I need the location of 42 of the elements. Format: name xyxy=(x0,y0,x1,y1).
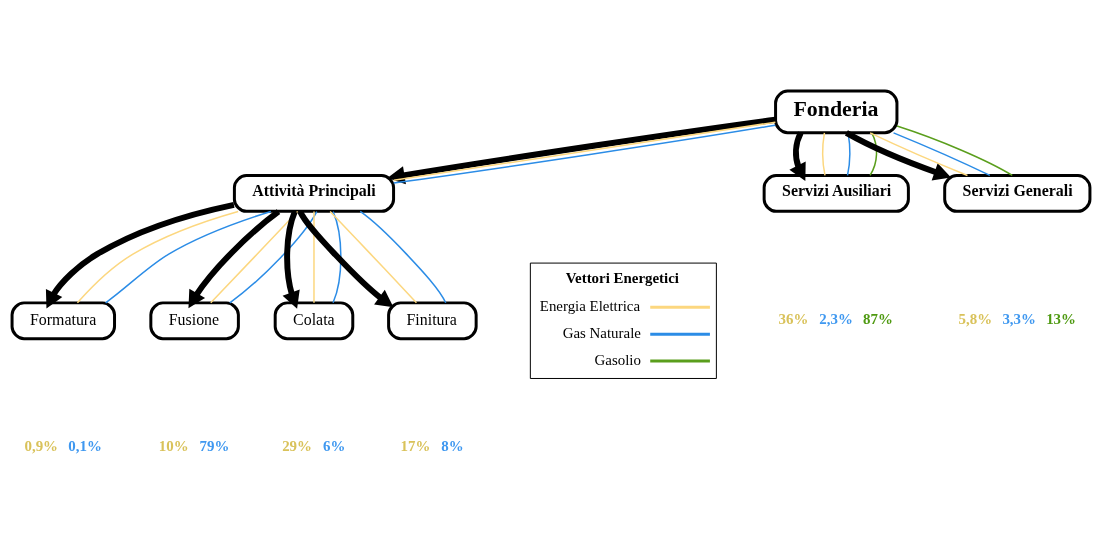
node-label: 36% xyxy=(778,310,809,327)
node-label: 29% xyxy=(282,437,312,454)
node-box: Fusione xyxy=(149,300,240,340)
node-label: 6% xyxy=(322,437,346,454)
node-label: 13% xyxy=(1046,310,1076,327)
arrow xyxy=(45,201,235,309)
node-label: 2,3% xyxy=(819,310,853,327)
connector xyxy=(313,210,315,304)
connector xyxy=(104,210,272,303)
node-box: Servizi Ausiliari xyxy=(762,173,910,213)
arrow xyxy=(282,210,300,309)
connector xyxy=(896,124,1014,176)
node-label: 3,3% xyxy=(1002,310,1036,327)
node-label: 8% xyxy=(441,437,464,454)
connector xyxy=(892,131,991,176)
legend-label: Gas Naturale xyxy=(562,324,641,341)
arrow xyxy=(188,208,281,308)
label: Vettori Energetici xyxy=(565,269,679,286)
connector xyxy=(822,131,826,176)
node-box: Servizi Generali xyxy=(943,173,1092,213)
node-label: 10% xyxy=(158,437,189,454)
node-box: Formatura xyxy=(10,300,116,340)
connector xyxy=(210,210,299,304)
connector xyxy=(229,210,318,304)
node-label: 79% xyxy=(199,437,230,454)
legend-label: Gasolio xyxy=(594,351,641,368)
node-box: Colata xyxy=(273,300,355,340)
node-box: Finitura xyxy=(387,300,478,340)
node-label: 0,9% xyxy=(24,437,59,454)
connector xyxy=(329,210,418,303)
connector xyxy=(332,210,342,304)
node-label: 0,1% xyxy=(68,437,102,454)
node-box: Fonderia xyxy=(774,89,899,134)
connector xyxy=(76,210,239,303)
arrow xyxy=(297,209,394,307)
arrow xyxy=(789,131,806,181)
legend-label: Energia Elettrica xyxy=(539,297,641,314)
node-label: 5,8% xyxy=(958,310,993,327)
node-box: Attività Principali xyxy=(232,173,396,213)
node-label: 87% xyxy=(863,310,893,327)
node-label: 17% xyxy=(400,437,431,454)
connector xyxy=(359,210,447,303)
